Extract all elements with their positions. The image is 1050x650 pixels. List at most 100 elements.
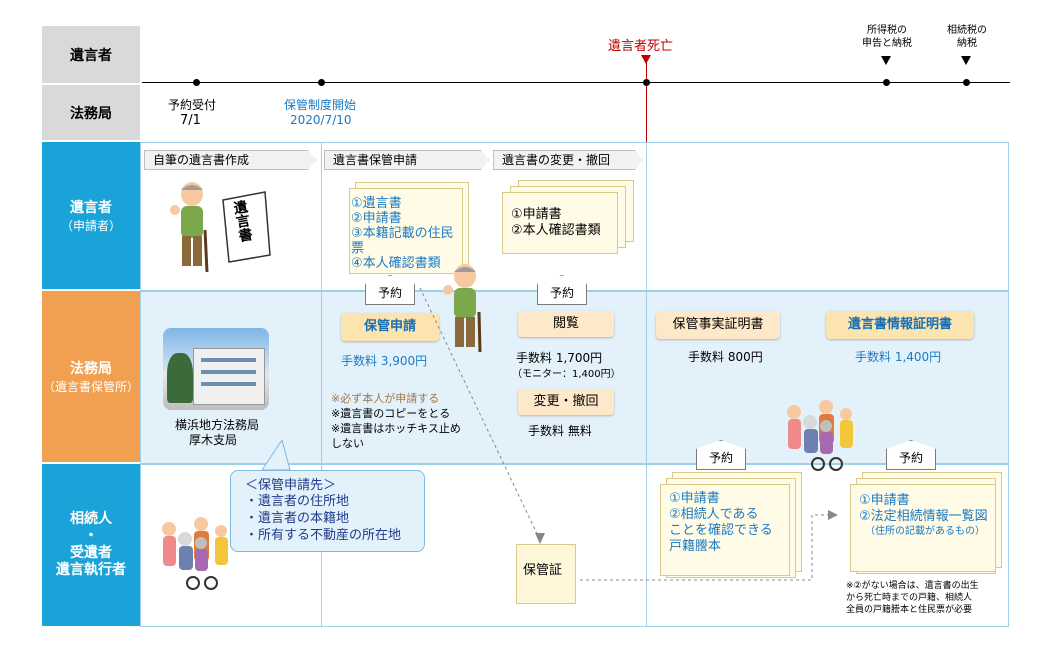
reserve-label: 予約 [549,286,574,300]
callout-item: ・遺言者の住所地 [245,494,350,509]
timeline-axis [142,82,1010,83]
apply-note: ※必ず本人が申請する [331,392,440,405]
callout-title: ＜保管申請先＞ [245,478,337,493]
building-caption: 横浜地方法務局 [175,418,260,432]
storage-certificate: 保管証 [516,544,576,604]
callout-item: ・所有する不動産の所在地 [245,528,402,543]
row-header-heirs: 相続人 ・ 受遺者 遺言執行者 [42,464,140,626]
storage-certificate-label: 保管証 [523,563,563,578]
row-header-sublabel: （申請者） [60,219,121,233]
timeline-point-death [643,79,650,86]
apply-doc-item: ①遺言書 [351,196,402,211]
death-label: 遺言者死亡 [608,39,674,54]
footnote: 全員の戸籍謄本と住民票が必要 [846,605,973,615]
change-withdraw-label: 変更・撤回 [533,394,599,409]
reservation-label: 予約受付 [168,98,217,112]
view-button: 閲覧 [518,311,614,337]
apply-doc-item: ②申請書 [351,211,402,226]
storage-fact-certificate-button: 保管事実証明書 [656,311,780,339]
apply-doc-item: ④本人確認書類 [351,256,441,271]
building-windows [201,358,256,362]
view-fee-monitor: （モニター：1,400円） [512,369,621,380]
step-label: 遺言書保管申請 [333,153,418,167]
heirs-family-illustration [162,517,228,590]
info-doc-item: ②法定相続情報一覧図 [859,509,988,524]
change-doc-item: ②本人確認書類 [511,223,601,238]
will-info-certificate-fee: 手数料 1,400円 [855,350,942,364]
doc-stack-mid [349,188,463,274]
lane-divider [321,142,322,627]
info-doc-item: ①申請書 [859,493,910,508]
change-withdraw-button: 変更・撤回 [518,389,614,415]
storage-location-callout: ＜保管申請先＞ ・遺言者の住所地 ・遺言者の本籍地 ・所有する不動産の所在地 [230,470,425,552]
footnote: から死亡時までの戸籍、相続人 [846,593,973,603]
row-header-applicant: 遺言者 （申請者） [42,142,140,289]
income-tax-label: 所得税の 申告と納税 [857,24,917,50]
apply-fee: 手数料 3,900円 [341,354,428,368]
view-fee: 手数料 1,700円 [516,351,603,365]
row-header-bureau-storage: 法務局 （遺言書保管所） [42,291,140,462]
apply-storage-label: 保管申請 [363,319,416,334]
info-cert-docs: ①申請書 ②法定相続情報一覧図 （住所の記載があるもの） [850,484,996,572]
step-create-will: 自筆の遺言書作成 [144,150,316,170]
inheritance-tax-marker [961,56,971,65]
start-date: 2020/7/10 [290,113,352,127]
storage-fact-certificate-fee: 手数料 800円 [688,350,763,364]
row-header-label: 相続人 [70,511,112,527]
income-tax-label-line: 申告と納税 [862,38,912,49]
info-doc-note: （住所の記載があるもの） [865,526,985,537]
apply-note: しない [331,437,364,450]
income-tax-marker [881,56,891,65]
row-header-label: 遺言執行者 [56,562,126,578]
death-marker-line [646,58,647,142]
heir-doc-item: ②相続人である [669,507,759,522]
building-block [193,348,265,405]
step-label: 自筆の遺言書作成 [153,153,250,167]
row-header-testator: 遺言者 [42,26,140,83]
row-header-label: 受遺者 [70,545,112,561]
heir-cert-docs: ①申請書 ②相続人である ことを確認できる 戸籍謄本 [660,484,790,576]
step-apply-storage: 遺言書保管申請 [324,150,489,170]
family-group-illustration [787,400,853,471]
row-header-sublabel: （遺言書保管所） [42,380,139,394]
heir-doc-item: ことを確認できる [669,523,773,538]
callout-item: ・遺言者の本籍地 [245,511,350,526]
heir-doc-item: ①申請書 [669,491,720,506]
apply-storage-button: 保管申請 [341,313,439,341]
tree [167,353,193,403]
lane-divider [646,142,647,627]
heir-doc-item: 戸籍謄本 [669,539,722,554]
change-fee: 手数料 無料 [528,424,592,438]
building-caption: 厚木支局 [189,433,238,447]
apply-docs: ①遺言書 ②申請書 ③本籍記載の住民票 ④本人確認書類 [343,194,457,271]
inheritance-tax-label-line: 相続税の [947,25,987,36]
footnote: ※②がない場合は、遺言書の出生 [846,581,979,591]
reserve-label: 予約 [708,451,733,465]
timeline-point-income-tax [883,79,890,86]
inheritance-tax-label: 相続税の 納税 [937,24,997,50]
will-info-certificate-button: 遺言書情報証明書 [826,311,974,339]
change-doc-item: ①申請書 [511,207,562,222]
row-header-bureau: 法務局 [42,85,140,140]
storage-fact-certificate-label: 保管事実証明書 [672,317,764,332]
will-scroll-icon [222,191,271,263]
step-change-withdraw: 遺言書の変更・撤回 [493,150,643,170]
timeline-point-inheritance-tax [963,79,970,86]
bureau-building-photo [163,328,269,410]
reserve-label: 予約 [898,451,923,465]
row-header-label: 法務局 [70,361,112,377]
apply-doc-item: ③本籍記載の住民票 [351,226,454,256]
start-label: 保管制度開始 [284,98,357,112]
death-marker [641,55,651,64]
elderly-man-applicant-illustration [443,264,482,353]
row-header-separator: ・ [84,528,98,544]
row-header-label: 法務局 [70,105,112,122]
change-docs: ①申請書 ②本人確認書類 [502,192,618,254]
view-label: 閲覧 [552,316,579,331]
reservation-date: 7/1 [180,113,201,128]
will-info-certificate-label: 遺言書情報証明書 [847,317,952,332]
inheritance-tax-label-line: 納税 [957,38,977,49]
apply-note: ※遺言書はホッチキス止め [331,422,461,435]
income-tax-label-line: 所得税の [867,25,907,36]
